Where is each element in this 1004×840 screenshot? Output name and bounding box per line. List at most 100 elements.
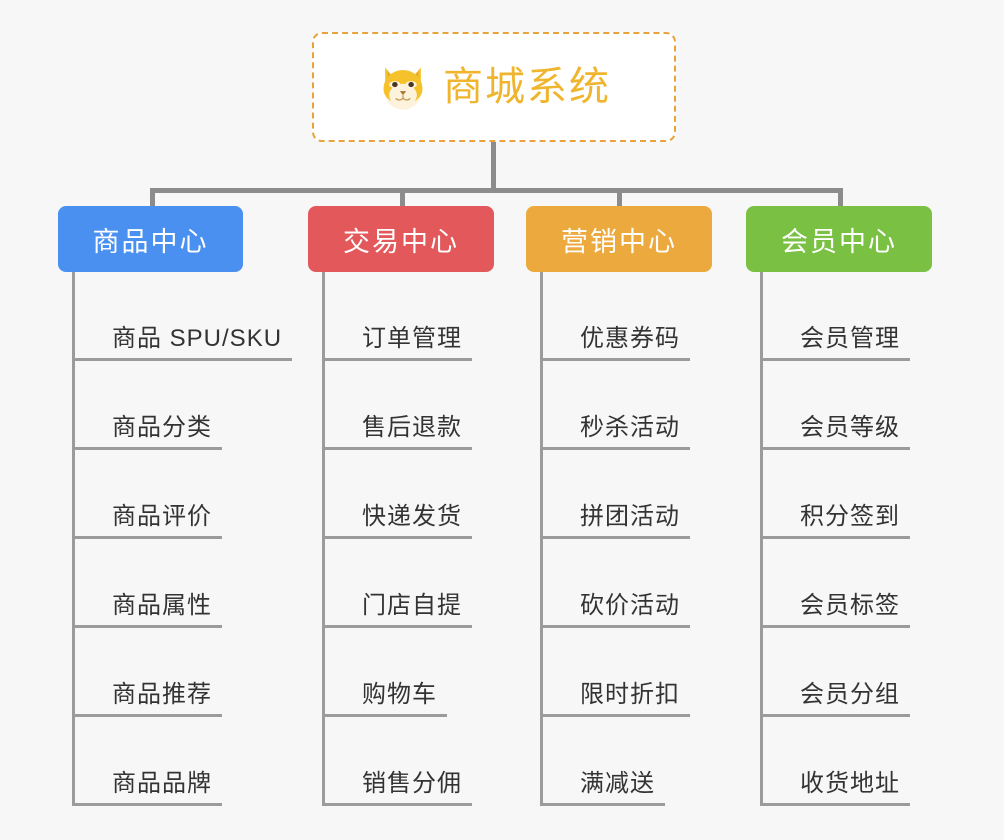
leaf-connector [322,625,362,628]
leaf-label: 优惠券码 [572,318,690,361]
leaf-connector [322,447,362,450]
leaf-item[interactable]: 商品属性 [72,539,308,628]
category-label: 商品中心 [92,226,209,257]
leaf-label: 会员分组 [792,674,910,717]
leaf-connector [72,447,112,450]
category-column-3: 会员中心会员管理会员等级积分签到会员标签会员分组收货地址 [746,206,966,806]
leaf-connector [72,358,112,361]
leaf-item[interactable]: 快递发货 [322,450,528,539]
connector-drop-3 [838,188,843,210]
leaf-label: 限时折扣 [572,674,690,717]
leaf-connector [760,358,800,361]
leaf-label: 商品推荐 [104,674,222,717]
leaf-item[interactable]: 商品 SPU/SKU [72,272,308,361]
leaf-connector [540,625,580,628]
leaf-label: 会员标签 [792,585,910,628]
leaf-item[interactable]: 会员分组 [760,628,966,717]
category-label: 会员中心 [781,226,897,257]
category-box-1[interactable]: 交易中心 [308,206,494,272]
leaf-item[interactable]: 收货地址 [760,717,966,806]
shiba-dog-icon [383,67,423,110]
leaf-label: 满减送 [572,763,665,806]
leaf-item[interactable]: 销售分佣 [322,717,528,806]
leaf-connector [540,358,580,361]
leaf-item[interactable]: 限时折扣 [540,628,746,717]
leaf-label: 会员管理 [792,318,910,361]
leaf-connector [760,536,800,539]
leaf-item[interactable]: 拼团活动 [540,450,746,539]
leaf-connector [540,803,580,806]
leaf-item[interactable]: 砍价活动 [540,539,746,628]
leaf-label: 收货地址 [792,763,910,806]
leaf-item[interactable]: 会员标签 [760,539,966,628]
category-subtree-3: 会员管理会员等级积分签到会员标签会员分组收货地址 [760,272,966,806]
leaf-connector [72,714,112,717]
leaf-label: 砍价活动 [572,585,690,628]
leaf-label: 商品评价 [104,496,222,539]
leaf-label: 售后退款 [354,407,472,450]
leaf-item[interactable]: 商品分类 [72,361,308,450]
connector-drop-0 [150,188,155,210]
leaf-item[interactable]: 商品推荐 [72,628,308,717]
leaf-connector [760,625,800,628]
leaf-item[interactable]: 门店自提 [322,539,528,628]
connector-bus-bar [152,188,842,193]
subtree-trunk [760,272,763,806]
leaf-label: 销售分佣 [354,763,472,806]
category-label: 营销中心 [561,226,677,257]
leaf-label: 秒杀活动 [572,407,690,450]
category-box-2[interactable]: 营销中心 [526,206,712,272]
leaf-item[interactable]: 积分签到 [760,450,966,539]
leaf-label: 商品属性 [104,585,222,628]
leaf-item[interactable]: 会员管理 [760,272,966,361]
leaf-connector [322,803,362,806]
leaf-item[interactable]: 会员等级 [760,361,966,450]
connector-drop-2 [617,188,622,210]
leaf-connector [322,358,362,361]
subtree-trunk [540,272,543,806]
leaf-connector [760,803,800,806]
category-column-2: 营销中心优惠券码秒杀活动拼团活动砍价活动限时折扣满减送 [526,206,746,806]
category-box-3[interactable]: 会员中心 [746,206,932,272]
leaf-item[interactable]: 优惠券码 [540,272,746,361]
leaf-item[interactable]: 售后退款 [322,361,528,450]
leaf-connector [322,536,362,539]
connector-root-stem [491,142,496,191]
leaf-label: 会员等级 [792,407,910,450]
category-subtree-1: 订单管理售后退款快递发货门店自提购物车销售分佣 [322,272,528,806]
leaf-item[interactable]: 购物车 [322,628,528,717]
leaf-connector [72,536,112,539]
leaf-label: 订单管理 [354,318,472,361]
leaf-item[interactable]: 商品评价 [72,450,308,539]
leaf-connector [760,447,800,450]
leaf-label: 购物车 [354,674,447,717]
leaf-label: 拼团活动 [572,496,690,539]
leaf-label: 积分签到 [792,496,910,539]
leaf-connector [72,625,112,628]
root-title: 商城系统 [443,65,611,109]
subtree-trunk [322,272,325,806]
leaf-item[interactable]: 秒杀活动 [540,361,746,450]
leaf-label: 商品 SPU/SKU [104,318,293,361]
leaf-label: 商品分类 [104,407,222,450]
category-label: 交易中心 [343,226,459,257]
leaf-connector [72,803,112,806]
leaf-connector [540,447,580,450]
category-column-1: 交易中心订单管理售后退款快递发货门店自提购物车销售分佣 [308,206,528,806]
leaf-connector [760,714,800,717]
leaf-connector [540,714,580,717]
leaf-label: 门店自提 [354,585,472,628]
category-subtree-0: 商品 SPU/SKU 商品分类商品评价商品属性商品推荐商品品牌 [72,272,308,806]
leaf-connector [540,536,580,539]
leaf-item[interactable]: 满减送 [540,717,746,806]
leaf-item[interactable]: 订单管理 [322,272,528,361]
category-column-0: 商品中心商品 SPU/SKU 商品分类商品评价商品属性商品推荐商品品牌 [58,206,308,806]
root-node[interactable]: 商城系统 [312,32,676,142]
leaf-label: 快递发货 [354,496,472,539]
leaf-item[interactable]: 商品品牌 [72,717,308,806]
leaf-label: 商品品牌 [104,763,222,806]
leaf-connector [322,714,362,717]
category-box-0[interactable]: 商品中心 [58,206,243,272]
connector-drop-1 [400,188,405,210]
